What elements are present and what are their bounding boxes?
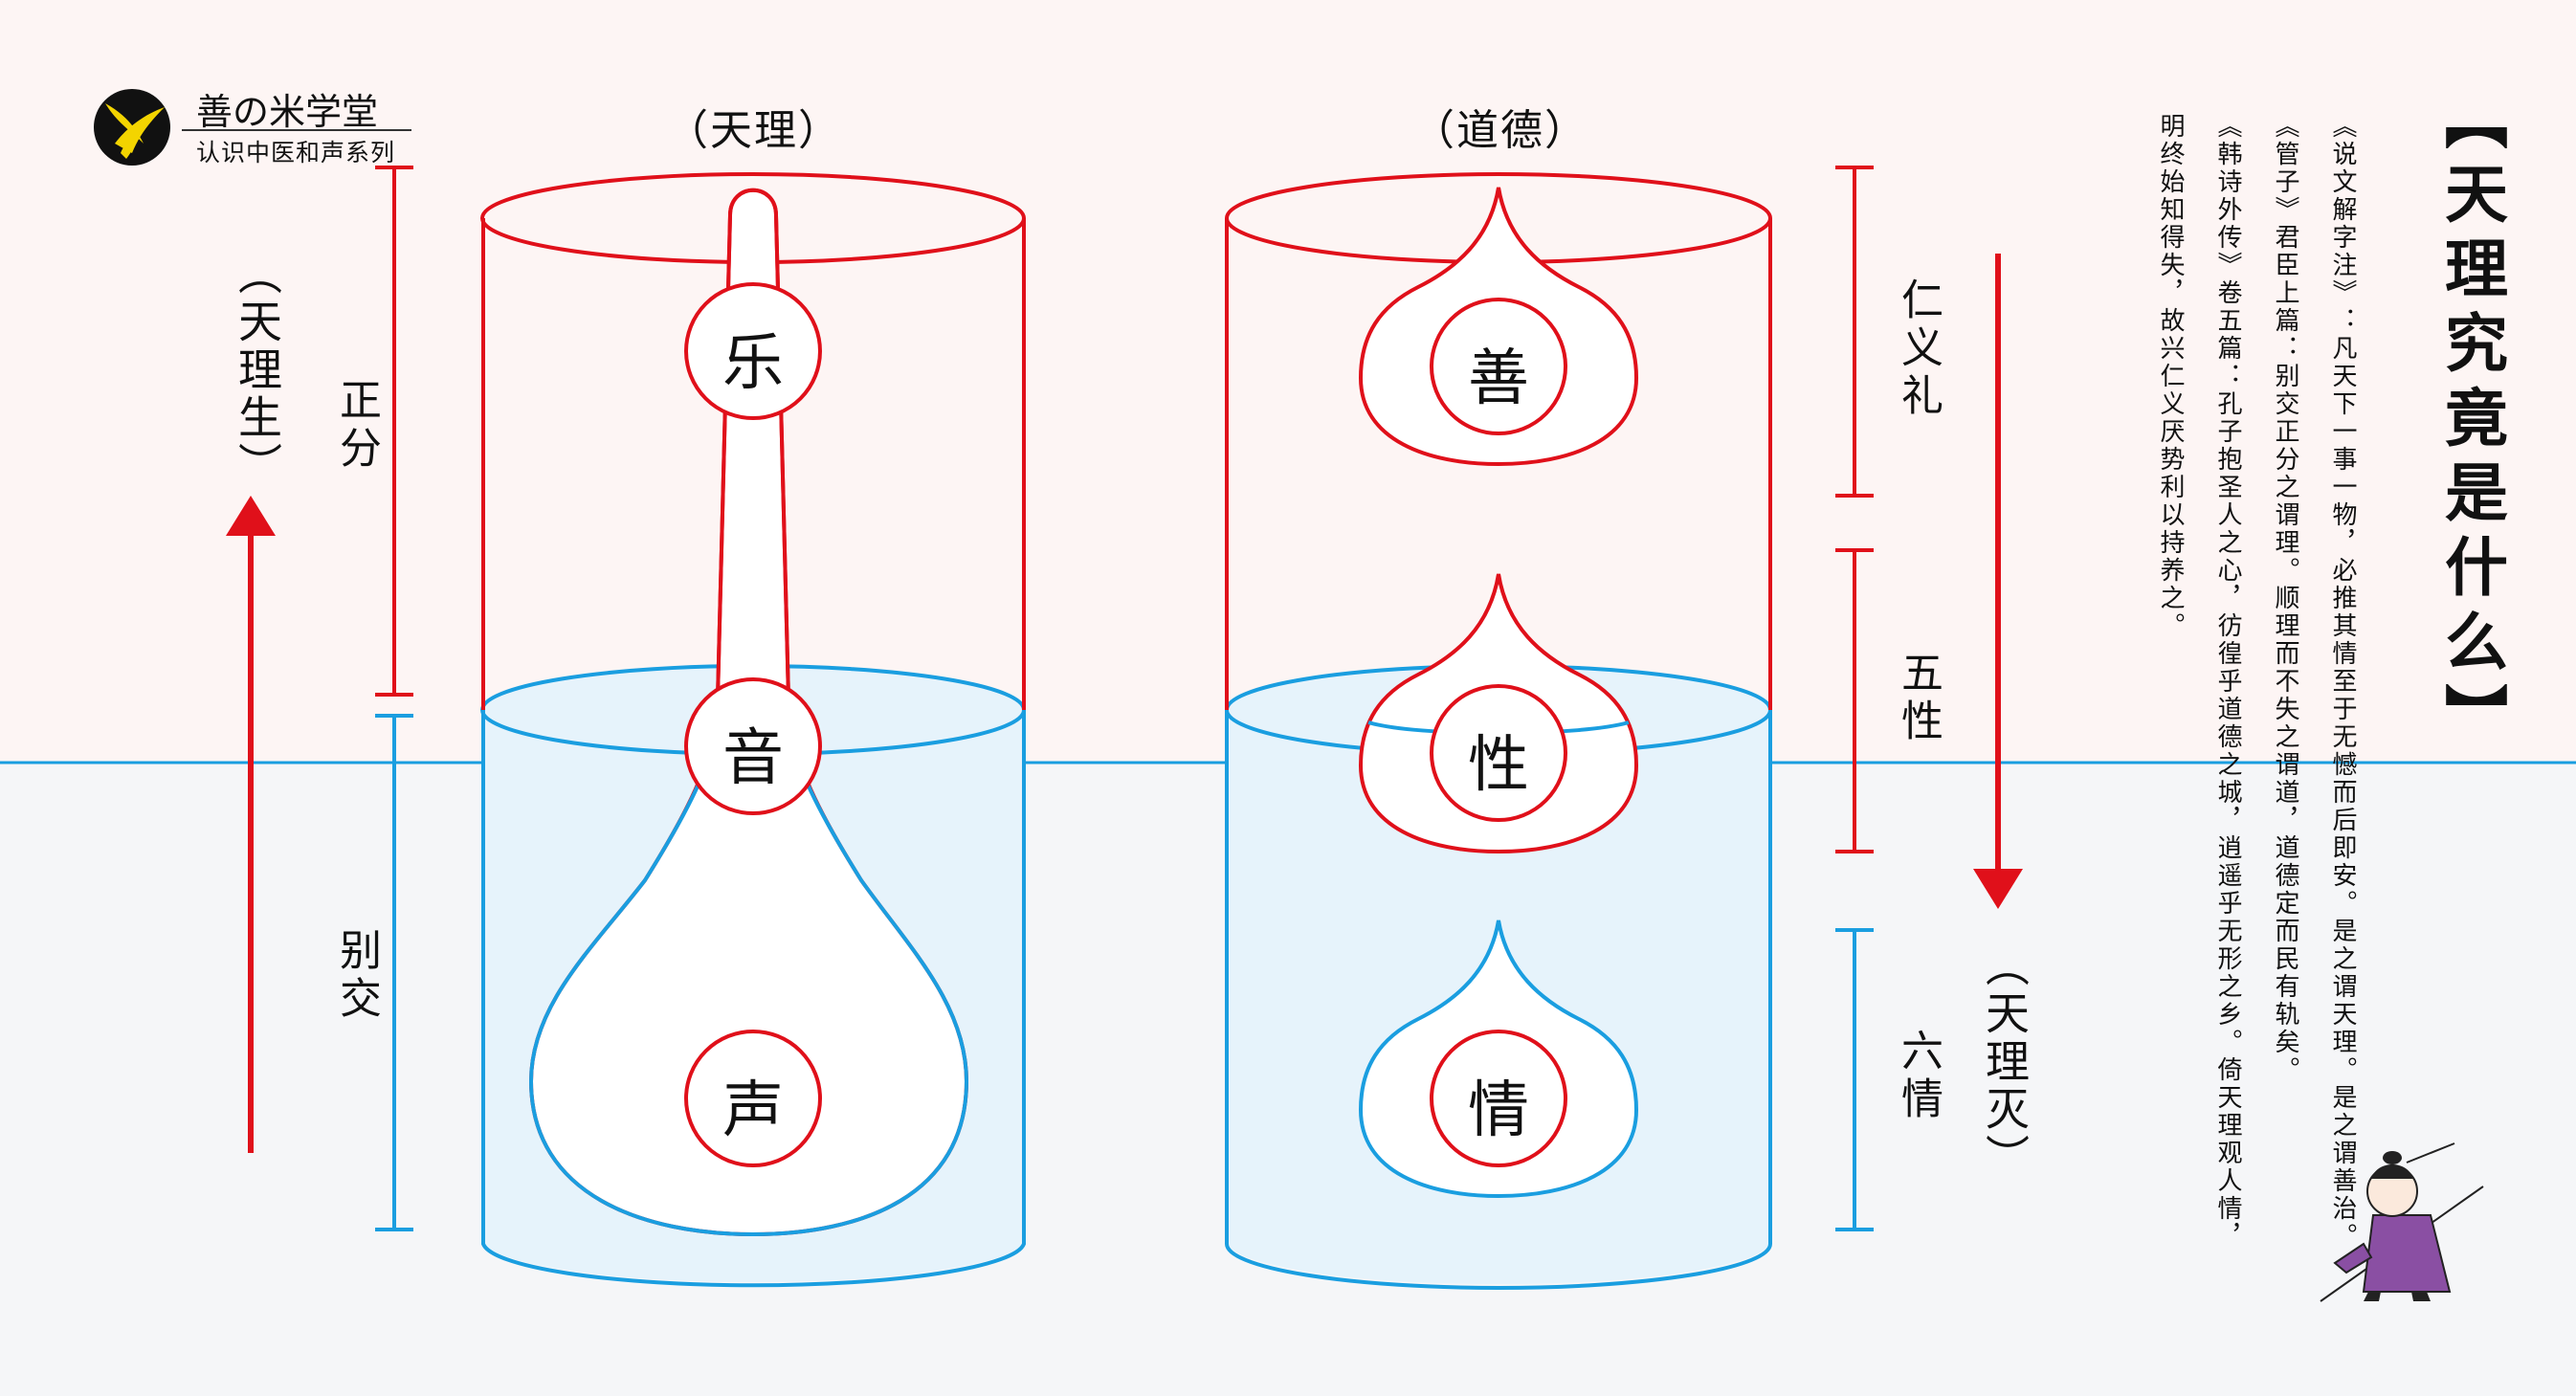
arrow-down-label: （天理灭）	[1979, 942, 2031, 1182]
logo-title: 善の米学堂	[196, 91, 379, 133]
range-label-wuxing: 五性	[1894, 651, 1943, 746]
node-label-qing: 情	[1468, 1075, 1529, 1146]
arrow-down	[1973, 254, 2023, 909]
node-circle-le	[684, 282, 822, 420]
range-label-biejiao: 别交	[332, 928, 381, 1024]
logo-subtitle: 认识中医和声系列	[196, 139, 396, 166]
node-label-sheng: 声	[722, 1075, 784, 1146]
node-circle-yin	[684, 677, 822, 815]
left-range-brackets	[375, 166, 413, 1231]
node-label-shan: 善	[1468, 343, 1529, 414]
left-top-label: （天理）	[666, 106, 842, 155]
right-top-label: （道德）	[1412, 106, 1588, 155]
range-label-renyili: 仁义礼	[1894, 277, 1943, 421]
quote-hanshi-2: 明终始知得失，故兴仁义厌势利以持养之。	[2156, 113, 2185, 640]
left-cylinder	[480, 172, 1026, 1288]
quote-guanzi: 《管子》君臣上篇：别交正分之谓理。顺理而不失之谓道，道德定而民有轨矣。	[2271, 113, 2299, 1084]
right-water-wall	[1225, 710, 1772, 1290]
range-label-liuqing: 六情	[1894, 1029, 1943, 1124]
left-water-wall	[481, 710, 1026, 1288]
node-circle-shan	[1430, 298, 1567, 435]
node-label-le: 乐	[722, 328, 784, 399]
quote-shuowen: 《说文解字注》：凡天下一事一物，必推其情至于无憾而后即安。是之谓天理。是之谓善治…	[2328, 113, 2357, 1251]
logo-emblem	[94, 89, 170, 166]
node-circle-sheng	[684, 1030, 822, 1167]
right-cylinder	[1225, 172, 1772, 1290]
range-label-zhengfen: 正分	[332, 378, 381, 474]
scholar-figure-illustration	[2320, 1142, 2484, 1302]
node-label-xing: 性	[1468, 730, 1529, 801]
right-range-brackets	[1835, 166, 1874, 1231]
node-label-yin: 音	[722, 723, 784, 794]
arrow-up-label: （天理生）	[232, 251, 283, 490]
quote-hanshi-1: 《韩诗外传》卷五篇：孔子抱圣人之心，彷徨乎道德之城，逍遥乎无形之乡。倚天理观人情…	[2213, 113, 2242, 1251]
node-circle-qing	[1430, 1030, 1567, 1167]
arrow-up	[226, 496, 276, 1153]
node-circle-xing	[1430, 684, 1567, 822]
page-title: 【天理究竟是什么】	[2434, 86, 2509, 758]
